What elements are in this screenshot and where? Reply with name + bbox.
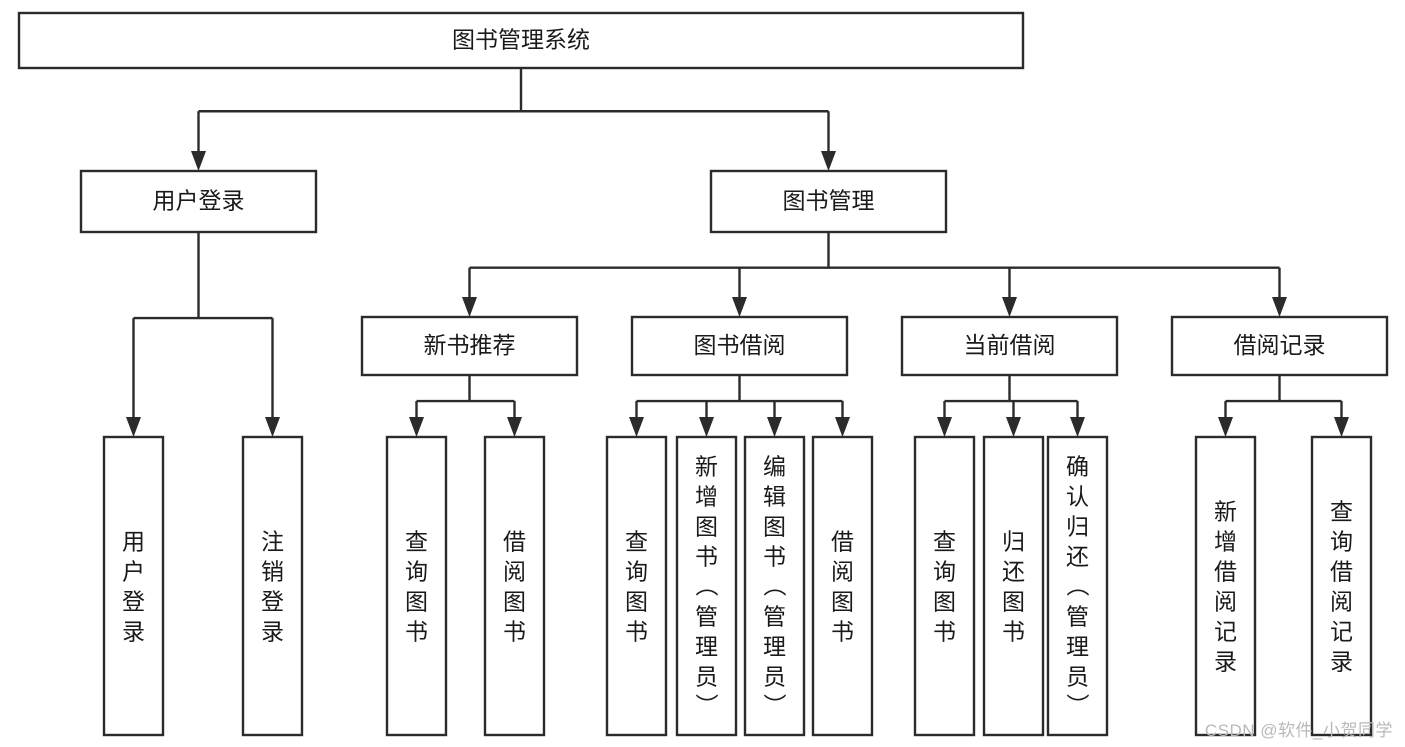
node-label-borrow-record: 借阅记录 — [1234, 332, 1326, 358]
node-label-leaf-edit-book: 编辑图书（管理员） — [763, 453, 787, 719]
node-book-borrow[interactable]: 图书借阅 — [630, 315, 849, 377]
node-label-book-borrow: 图书借阅 — [694, 332, 786, 358]
node-leaf-add-book[interactable]: 新增图书（管理员） — [675, 435, 738, 737]
node-leaf-user-login[interactable]: 用户登录 — [102, 435, 165, 737]
arrow-head-icon — [629, 417, 644, 437]
node-label-leaf-confirm-return: 确认归还（管理员） — [1066, 453, 1090, 719]
node-box-leaf-return-book — [982, 435, 1045, 737]
arrow-head-icon — [1272, 297, 1287, 317]
edge-group-new-book-recommend — [409, 375, 522, 437]
node-label-leaf-query-book-recommend: 查询图书 — [405, 528, 428, 644]
arrow-head-icon — [937, 417, 952, 437]
arrow-head-icon — [821, 151, 836, 171]
node-leaf-confirm-return[interactable]: 确认归还（管理员） — [1046, 435, 1109, 737]
node-label-leaf-borrow-book: 借阅图书 — [831, 528, 854, 644]
node-leaf-query-book-recommend[interactable]: 查询图书 — [385, 435, 448, 737]
node-box-leaf-add-book — [675, 435, 738, 737]
arrow-head-icon — [767, 417, 782, 437]
node-leaf-add-record[interactable]: 新增借阅记录 — [1194, 435, 1257, 737]
arrow-head-icon — [1334, 417, 1349, 437]
node-box-leaf-borrow-book — [811, 435, 874, 737]
node-book-manage[interactable]: 图书管理 — [709, 169, 948, 234]
node-root[interactable]: 图书管理系统 — [17, 11, 1025, 70]
node-leaf-query-book-current[interactable]: 查询图书 — [913, 435, 976, 737]
node-box-new-book-recommend — [360, 315, 579, 377]
node-label-leaf-return-book: 归还图书 — [1002, 528, 1025, 644]
node-box-leaf-borrow-book-recommend — [483, 435, 546, 737]
node-label-book-manage: 图书管理 — [783, 188, 875, 214]
arrow-head-icon — [1006, 417, 1021, 437]
node-leaf-logout[interactable]: 注销登录 — [241, 435, 304, 737]
arrow-head-icon — [732, 297, 747, 317]
node-label-leaf-user-login: 用户登录 — [122, 528, 145, 644]
node-leaf-edit-book[interactable]: 编辑图书（管理员） — [743, 435, 806, 737]
arrow-head-icon — [835, 417, 850, 437]
node-box-leaf-query-book-recommend — [385, 435, 448, 737]
node-box-root — [17, 11, 1025, 70]
node-label-leaf-query-record: 查询借阅记录 — [1330, 498, 1353, 674]
node-new-book-recommend[interactable]: 新书推荐 — [360, 315, 579, 377]
node-box-leaf-query-record — [1310, 435, 1373, 737]
node-label-leaf-query-book-current: 查询图书 — [933, 528, 956, 644]
node-label-leaf-query-book-borrow: 查询图书 — [625, 528, 648, 644]
node-box-leaf-edit-book — [743, 435, 806, 737]
node-box-leaf-query-book-current — [913, 435, 976, 737]
arrow-head-icon — [265, 417, 280, 437]
arrow-head-icon — [1002, 297, 1017, 317]
edge-group-book-borrow — [629, 375, 850, 437]
node-borrow-record[interactable]: 借阅记录 — [1170, 315, 1389, 377]
edge-group-root — [191, 68, 836, 171]
node-layer: 图书管理系统用户登录图书管理新书推荐图书借阅当前借阅借阅记录用户登录注销登录查询… — [17, 11, 1389, 737]
node-box-book-manage — [709, 169, 948, 234]
arrow-head-icon — [462, 297, 477, 317]
node-box-leaf-confirm-return — [1046, 435, 1109, 737]
node-box-leaf-query-book-borrow — [605, 435, 668, 737]
arrow-head-icon — [699, 417, 714, 437]
edge-layer — [126, 68, 1349, 437]
arrow-head-icon — [191, 151, 206, 171]
edge-group-current-borrow — [937, 375, 1085, 437]
node-label-current-borrow: 当前借阅 — [964, 332, 1056, 358]
node-box-user-login — [79, 169, 318, 234]
arrow-head-icon — [126, 417, 141, 437]
node-leaf-query-record[interactable]: 查询借阅记录 — [1310, 435, 1373, 737]
node-box-leaf-add-record — [1194, 435, 1257, 737]
edge-group-book-manage — [462, 232, 1287, 317]
node-label-leaf-logout: 注销登录 — [261, 528, 284, 644]
node-leaf-query-book-borrow[interactable]: 查询图书 — [605, 435, 668, 737]
node-label-user-login: 用户登录 — [153, 188, 245, 214]
edge-group-user-login — [126, 232, 280, 437]
node-box-leaf-logout — [241, 435, 304, 737]
node-box-borrow-record — [1170, 315, 1389, 377]
node-label-leaf-borrow-book-recommend: 借阅图书 — [503, 528, 526, 644]
node-label-leaf-add-record: 新增借阅记录 — [1214, 498, 1237, 674]
node-leaf-return-book[interactable]: 归还图书 — [982, 435, 1045, 737]
node-label-root: 图书管理系统 — [452, 27, 590, 53]
node-label-leaf-add-book: 新增图书（管理员） — [695, 453, 719, 719]
node-label-new-book-recommend: 新书推荐 — [424, 332, 516, 358]
edge-group-borrow-record — [1218, 375, 1349, 437]
arrow-head-icon — [507, 417, 522, 437]
arrow-head-icon — [409, 417, 424, 437]
node-leaf-borrow-book-recommend[interactable]: 借阅图书 — [483, 435, 546, 737]
node-leaf-borrow-book[interactable]: 借阅图书 — [811, 435, 874, 737]
node-box-book-borrow — [630, 315, 849, 377]
node-current-borrow[interactable]: 当前借阅 — [900, 315, 1119, 377]
arrow-head-icon — [1218, 417, 1233, 437]
node-box-leaf-user-login — [102, 435, 165, 737]
node-user-login[interactable]: 用户登录 — [79, 169, 318, 234]
arrow-head-icon — [1070, 417, 1085, 437]
node-box-current-borrow — [900, 315, 1119, 377]
